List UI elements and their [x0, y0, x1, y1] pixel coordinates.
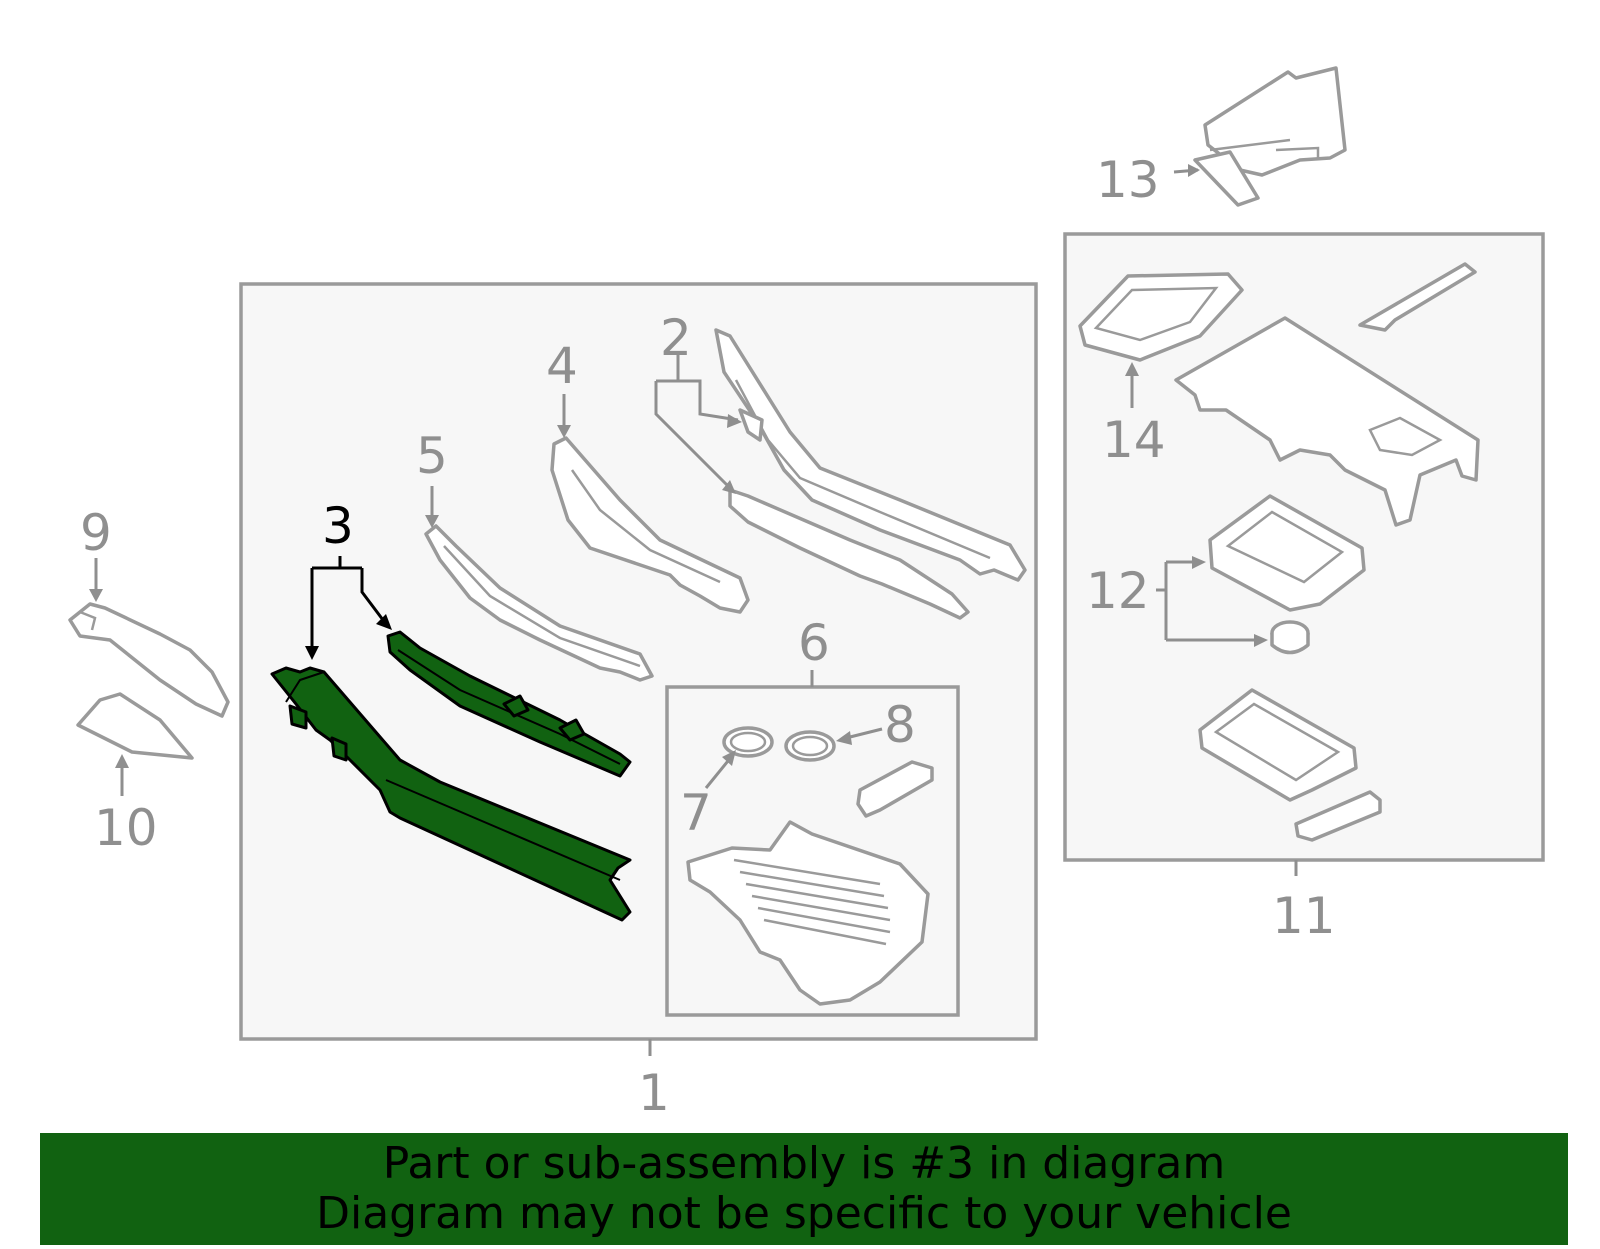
part-3-highlighted — [270, 630, 632, 922]
part-9-drawing — [68, 602, 230, 718]
part-13-drawing — [1193, 66, 1347, 207]
callout-2: 2 — [660, 309, 692, 367]
callout-10: 10 — [94, 799, 158, 857]
leader-3 — [310, 556, 388, 652]
leader-12 — [1156, 560, 1262, 642]
callout-14: 14 — [1102, 411, 1166, 469]
callout-6: 6 — [798, 614, 830, 672]
callout-12: 12 — [1086, 562, 1150, 620]
part-4-drawing — [550, 436, 750, 614]
part-14-drawing — [1078, 272, 1244, 362]
callout-8: 8 — [884, 696, 916, 754]
part-5-drawing — [424, 524, 654, 682]
callout-1: 1 — [638, 1064, 670, 1122]
part-11-drawing — [1174, 262, 1480, 842]
info-banner: Part or sub-assembly is #3 in diagram Di… — [40, 1133, 1568, 1245]
banner-line-2: Diagram may not be specific to your vehi… — [316, 1188, 1292, 1239]
callout-7: 7 — [680, 784, 712, 842]
part-6-drawing — [686, 726, 934, 1006]
callout-13: 13 — [1096, 151, 1160, 209]
part-10-drawing — [76, 692, 194, 760]
callout-11: 11 — [1272, 887, 1336, 945]
callout-5: 5 — [416, 427, 448, 485]
callout-9: 9 — [80, 504, 112, 562]
banner-line-1: Part or sub-assembly is #3 in diagram — [382, 1138, 1226, 1189]
part-2-drawing — [714, 328, 1027, 620]
callout-3: 3 — [322, 497, 354, 555]
callout-4: 4 — [546, 337, 578, 395]
